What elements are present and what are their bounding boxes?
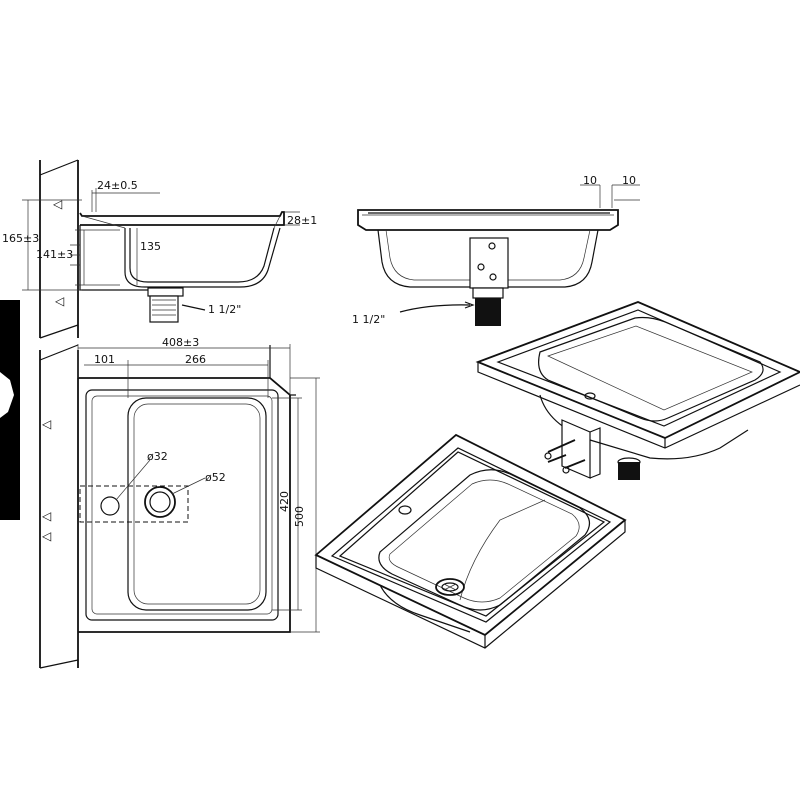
svg-text:◁: ◁ bbox=[41, 529, 51, 543]
bowl-length-dim: 420 bbox=[278, 491, 291, 512]
front-drain-thread-label: 1 1/2" bbox=[352, 313, 385, 326]
left-offset-dim: 101 bbox=[94, 353, 115, 366]
inner-height-dim: 141±3 bbox=[36, 248, 73, 261]
tap-hole-dim: ø32 bbox=[147, 450, 168, 463]
drain-hole-dim: ø52 bbox=[205, 471, 226, 484]
front-view: 1 1/2" 10 10 bbox=[352, 174, 640, 326]
wall-hatch-mark: ◁ bbox=[54, 294, 64, 308]
wall-hatch-mark: ◁ bbox=[52, 197, 62, 211]
bowl-width-dim: 266 bbox=[185, 353, 206, 366]
depth-dim: 135 bbox=[140, 240, 161, 253]
side-section-view: ◁ ◁ 1 1/2" 24±0.5 165±3 141±3 135 28±1 bbox=[2, 159, 317, 339]
plan-view: ◁ ◁ ◁ ø32 ø52 408±3 101 266 420 500 bbox=[39, 336, 320, 669]
flange-right-dim: 10 bbox=[622, 174, 636, 187]
iso-view-underside bbox=[475, 301, 800, 480]
overall-length-dim: 500 bbox=[293, 506, 306, 527]
svg-text:◁: ◁ bbox=[41, 509, 51, 523]
left-photo-strip bbox=[0, 300, 20, 520]
overall-height-dim: 165±3 bbox=[2, 232, 39, 245]
svg-text:◁: ◁ bbox=[41, 417, 51, 431]
flange-left-dim: 10 bbox=[583, 174, 597, 187]
side-drain-thread-label: 1 1/2" bbox=[208, 303, 241, 316]
iso-view-top bbox=[314, 433, 627, 649]
rim-thickness-dim: 24±0.5 bbox=[97, 179, 138, 192]
overall-width-dim: 408±3 bbox=[162, 336, 199, 349]
flange-height-dim: 28±1 bbox=[287, 214, 317, 227]
